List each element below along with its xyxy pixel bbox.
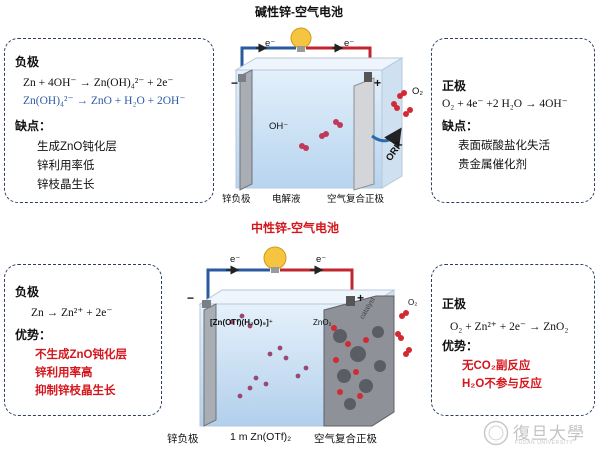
zinc-complex-icon bbox=[229, 313, 309, 399]
neutral-anode-advantages-heading: 优势： bbox=[15, 328, 52, 342]
alkaline-cathode-box: 正极 O₂ + 4e⁻ +2 H₂O → 4OH⁻ 缺点： 表面碳酸盐化失活 贵… bbox=[431, 38, 595, 203]
alkaline-anode-drawback: 生成ZnO钝化层 bbox=[37, 141, 117, 153]
electron-label: e⁻ bbox=[265, 38, 276, 49]
air-cathode-plate bbox=[353, 77, 375, 191]
watermark-subtext: FUDAN UNIVERSITY bbox=[515, 440, 574, 446]
negative-terminal-label: − bbox=[231, 76, 239, 90]
orr-arrow-icon bbox=[371, 127, 402, 148]
neutral-cathode-advantage: H₂O不参与反应 bbox=[462, 378, 542, 390]
alkaline-cathode-drawback: 表面碳酸盐化失活 bbox=[458, 140, 550, 152]
alkaline-cathode-drawback: 贵金属催化剂 bbox=[458, 159, 527, 171]
alkaline-cathode-heading: 正极 bbox=[442, 79, 467, 93]
neutral-title: 中性锌-空气电池 bbox=[251, 221, 339, 235]
alkaline-anode-drawback: 锌枝晶生长 bbox=[37, 179, 95, 191]
molecule-icon bbox=[299, 119, 343, 151]
oxygen-label: O₂ bbox=[408, 298, 418, 307]
alkaline-anode-eq2: Zn(OH)₄²⁻ → ZnO + H₂O + 2OH⁻ bbox=[23, 95, 186, 107]
oxygen-label: O₂ bbox=[412, 86, 424, 97]
light-bulb-icon bbox=[263, 246, 287, 273]
negative-terminal-label: − bbox=[187, 291, 195, 305]
alkaline-cathode-drawbacks-heading: 缺点： bbox=[442, 119, 479, 133]
university-watermark: 復旦大學 FUDAN UNIVERSITY bbox=[483, 419, 597, 449]
university-seal-icon bbox=[483, 420, 509, 446]
air-cathode-label: 空气复合正极 bbox=[314, 433, 377, 445]
neutral-anode-eq: Zn → Zn²⁺ + 2e⁻ bbox=[31, 307, 113, 319]
electron-label: e⁻ bbox=[230, 254, 241, 265]
neutral-anode-heading: 负极 bbox=[15, 285, 40, 299]
positive-terminal-label: + bbox=[357, 291, 365, 305]
alkaline-battery-diagram bbox=[234, 27, 413, 191]
electron-label: e⁻ bbox=[316, 254, 327, 265]
neutral-anode-advantage: 不生成ZnO钝化层 bbox=[35, 349, 127, 361]
alkaline-anode-drawbacks-heading: 缺点： bbox=[15, 119, 52, 133]
neutral-anode-advantage: 抑制锌枝晶生长 bbox=[35, 385, 116, 397]
neutral-cathode-heading: 正极 bbox=[442, 297, 467, 311]
positive-terminal-label: + bbox=[374, 76, 382, 90]
zinc-anode-label: 锌负极 bbox=[222, 194, 251, 205]
alkaline-anode-drawback: 锌利用率低 bbox=[37, 160, 95, 172]
zno2-particle-icon bbox=[331, 325, 369, 399]
neutral-battery-diagram bbox=[198, 246, 412, 427]
alkaline-anode-eq1: Zn + 4OH⁻ → Zn(OH)₄²⁻ + 2e⁻ bbox=[23, 77, 174, 89]
alkaline-anode-box: 负极 Zn + 4OH⁻ → Zn(OH)₄²⁻ + 2e⁻ Zn(OH)₄²⁻… bbox=[4, 38, 214, 203]
air-cathode-label: 空气复合正极 bbox=[327, 194, 385, 205]
electrolyte-label: 电解液 bbox=[272, 194, 301, 205]
zinc-anode-plate bbox=[239, 69, 253, 191]
electron-label: e⁻ bbox=[344, 38, 355, 49]
electrolyte-label: 1 m Zn(OTf)₂ bbox=[230, 431, 292, 443]
neutral-anode-box: 负极 Zn → Zn²⁺ + 2e⁻ 优势： 不生成ZnO钝化层 锌利用率高 抑… bbox=[4, 264, 162, 416]
hydroxide-label: OH⁻ bbox=[269, 121, 289, 132]
zinc-complex-label: [Zn(OTf)(H₂O)₅]⁺ bbox=[210, 318, 273, 327]
oxygen-molecule-icon bbox=[391, 90, 413, 117]
watermark-text: 復旦大學 bbox=[513, 424, 585, 443]
zno2-label: ZnO₂ bbox=[313, 318, 332, 327]
wire-negative bbox=[206, 268, 270, 302]
zinc-anode-plate bbox=[203, 303, 217, 427]
neutral-cathode-box: 正极 O₂ + Zn²⁺ + 2e⁻ → ZnO₂ 优势： 无CO₂副反应 H₂… bbox=[431, 264, 595, 416]
alkaline-cathode-eq: O₂ + 4e⁻ +2 H₂O → 4OH⁻ bbox=[442, 98, 568, 110]
oxygen-molecule-icon bbox=[395, 310, 412, 357]
neutral-cathode-advantages-heading: 优势： bbox=[442, 339, 479, 353]
alkaline-anode-heading: 负极 bbox=[15, 55, 40, 69]
neutral-anode-advantage: 锌利用率高 bbox=[35, 367, 93, 379]
alkaline-title: 碱性锌-空气电池 bbox=[255, 5, 343, 19]
zinc-anode-label: 锌负极 bbox=[167, 433, 199, 445]
light-bulb-icon bbox=[290, 27, 312, 52]
neutral-cathode-eq: O₂ + Zn²⁺ + 2e⁻ → ZnO₂ bbox=[450, 321, 569, 333]
neutral-cathode-advantage: 无CO₂副反应 bbox=[462, 360, 531, 372]
